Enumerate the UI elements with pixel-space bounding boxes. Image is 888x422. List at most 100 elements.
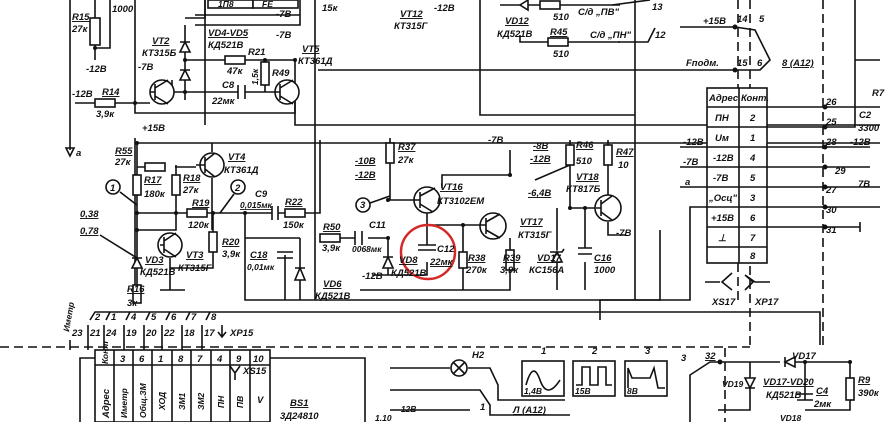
resistor-r21 [224, 55, 246, 65]
label: 3,9к [96, 109, 115, 120]
label: VT4 [228, 152, 246, 163]
diode-vd4 [178, 40, 192, 53]
resistor-r18 [171, 174, 181, 196]
pin-number: 21 [89, 328, 101, 339]
label: 10 [618, 160, 629, 171]
label: КТ315Б [142, 48, 177, 59]
pin-number: 20 [145, 328, 157, 339]
label: H2 [472, 350, 485, 361]
label: КД521В [208, 40, 244, 51]
wire-number: 4 [130, 312, 137, 323]
contact-cell: 9 [236, 354, 242, 365]
label: C9 [255, 189, 268, 200]
label: VT17 [520, 217, 543, 228]
label: VT5 [302, 44, 320, 55]
address-cell: Uм [715, 133, 729, 144]
label: R22 [285, 197, 303, 208]
label: С/д „ПВ" [578, 7, 619, 18]
node-marker-3 [355, 197, 371, 213]
address-cell: ПВ [235, 396, 245, 408]
address-cell: Общ.ЗМ [138, 382, 148, 418]
wire-number: 6 [171, 312, 177, 323]
address-cell: -7В [713, 173, 728, 184]
resistor-r9 [845, 377, 855, 401]
label: 0,01мк [247, 262, 275, 272]
label: 1.10 [375, 413, 392, 422]
diode-vd6 [293, 265, 307, 281]
label: VD17-VD20 [763, 377, 814, 388]
contact-cell: 6 [750, 213, 756, 224]
label: 0,38 [80, 209, 99, 220]
waveform-box-2 [572, 360, 616, 397]
label: -12В [398, 404, 416, 414]
address-cell: +15В [711, 213, 734, 224]
label: C12 [437, 244, 455, 255]
pin-number: 29 [834, 166, 846, 177]
label: +15В [703, 16, 726, 27]
diode-vd17-bottom [783, 355, 796, 369]
contact-cell: 3 [120, 354, 126, 365]
label: -7В [683, 157, 698, 168]
label: FE [262, 0, 273, 9]
label: C4 [816, 386, 829, 397]
contact-cell: 4 [749, 153, 756, 164]
table-header-address: Адрес [708, 93, 739, 104]
label: BS1 [290, 398, 308, 409]
contact-cell: Конт [100, 341, 110, 364]
label: R19 [192, 198, 210, 209]
node-marker-2 [230, 179, 246, 195]
contact-cell: 10 [253, 354, 264, 365]
label: КС156А [529, 265, 564, 276]
node-marker-1 [105, 179, 121, 195]
label: 3к [127, 298, 138, 309]
label: -7В [488, 135, 503, 146]
address-cell: ХОД [157, 392, 167, 411]
label: а [685, 177, 690, 188]
pin-number: 22 [163, 328, 175, 339]
address-cell: ⊥ [718, 233, 726, 244]
label: 3,9к [222, 249, 241, 260]
label: C2 [859, 110, 872, 121]
zener-vd17 [550, 248, 565, 263]
capacitor-c18 [277, 251, 293, 259]
label: 1 [110, 183, 115, 194]
label: КД521В [497, 29, 533, 40]
resistor-r55 [144, 162, 166, 172]
label: 510 [553, 49, 570, 60]
label: 14 [737, 14, 748, 25]
label: 3,9к [500, 265, 519, 276]
label: +15В [142, 123, 165, 134]
pin-number: 31 [826, 225, 837, 236]
label: R18 [183, 173, 201, 184]
resistor-r20 [208, 231, 218, 253]
label: 1000 [594, 265, 616, 276]
label: 22мк [429, 257, 454, 268]
contact-cell: 3 [750, 193, 756, 204]
label: 7В [858, 179, 870, 190]
label: -6,4В [528, 188, 551, 199]
label: VT12 [400, 9, 423, 20]
capacitor-c16 [578, 247, 592, 255]
label: -12В [434, 3, 455, 14]
label: Л (А12) [512, 405, 546, 416]
label: -12В [72, 89, 93, 100]
address-cell: ЗМ1 [177, 392, 187, 410]
label: R14 [102, 87, 120, 98]
label: C8 [222, 80, 235, 91]
label: R16 [127, 284, 145, 295]
label: КТ361Д [298, 56, 333, 67]
contact-cell: 8 [178, 354, 184, 365]
label: 150к [283, 220, 305, 231]
socket-label: XS17 [711, 297, 736, 308]
resistor-r38 [458, 251, 468, 269]
waveform-level: 15В [575, 386, 591, 396]
label: -10В [355, 156, 376, 167]
label: КД521В [766, 390, 802, 401]
label: -7В [616, 228, 631, 239]
label: 270к [465, 265, 488, 276]
label: R39 [503, 253, 521, 264]
resistor-r39 [505, 249, 515, 271]
pin-number: 27 [825, 185, 837, 196]
